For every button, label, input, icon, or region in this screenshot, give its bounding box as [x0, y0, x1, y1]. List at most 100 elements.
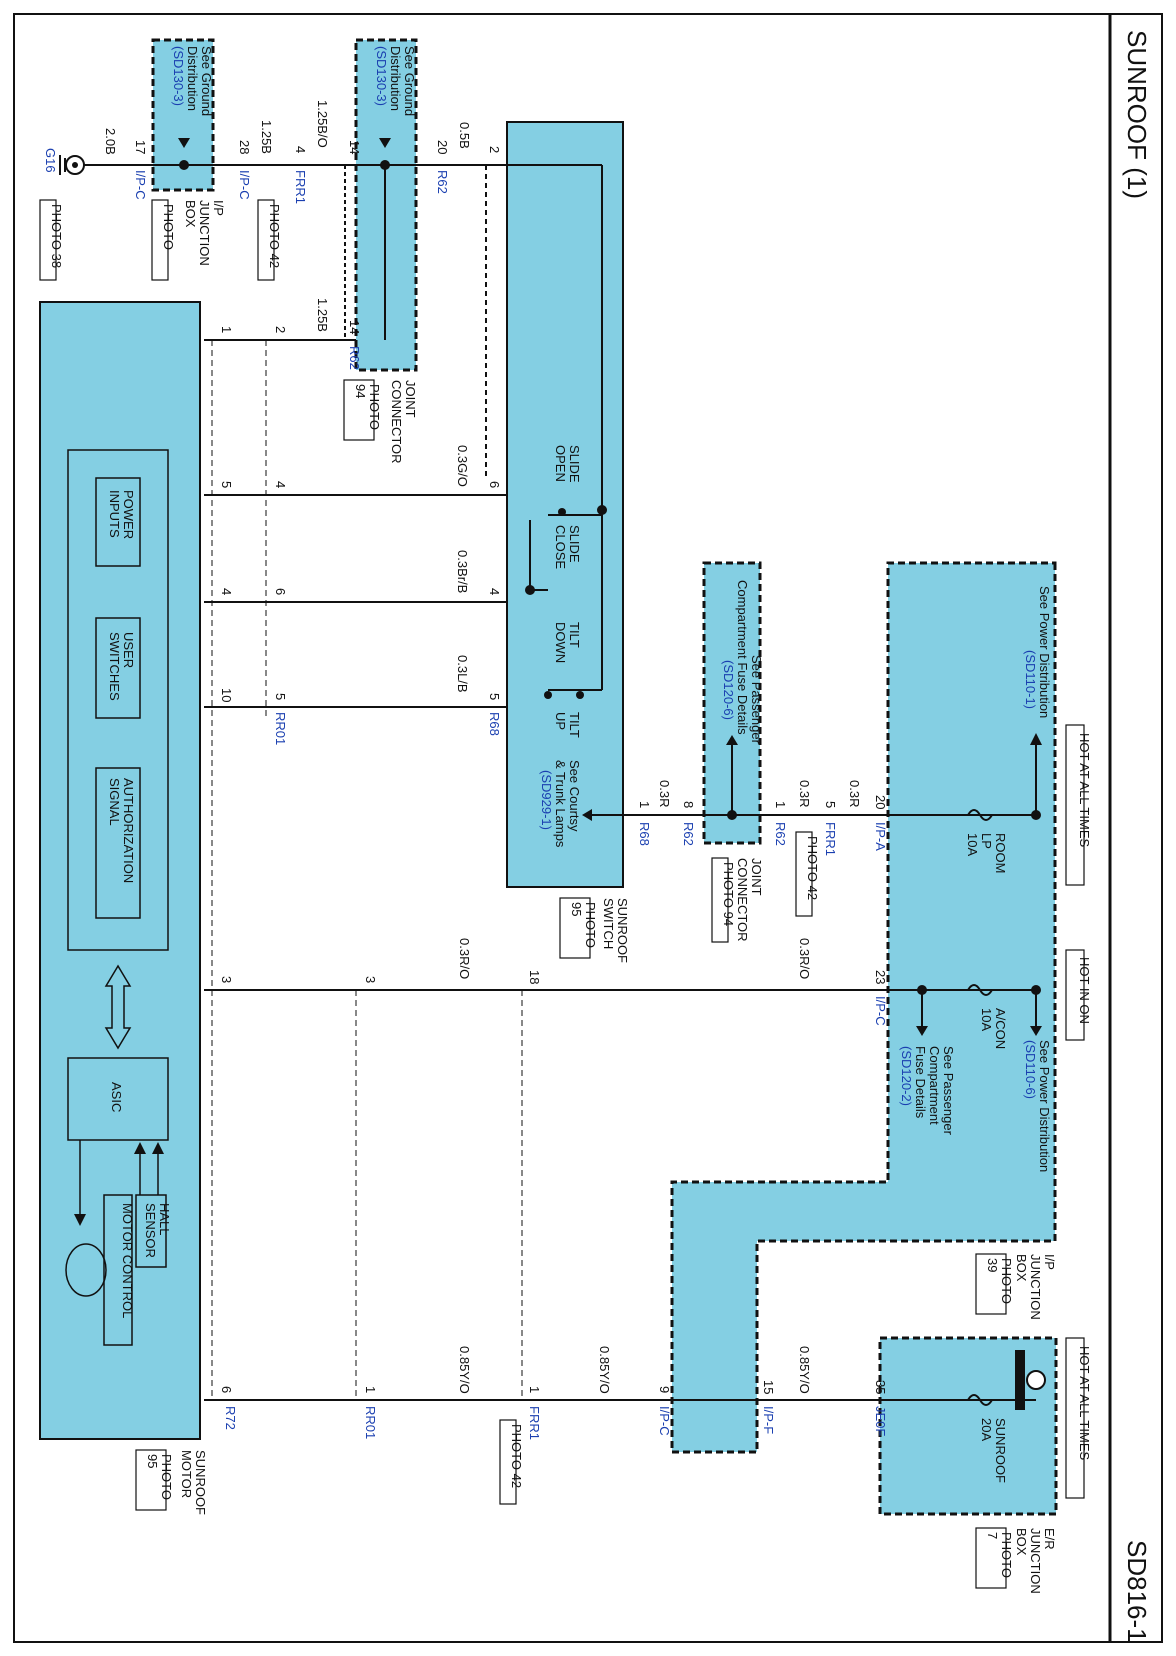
pin-18: 18 [527, 970, 542, 984]
sw-node-3 [544, 691, 552, 699]
gd1-arrow [178, 138, 190, 148]
wire-0-3r-c: 0.3R [657, 780, 672, 807]
erjb-label-3: BOX [1014, 1528, 1029, 1556]
fuse-acon-1: A/CON [993, 1008, 1008, 1049]
conn-r62-mid2: R62 [681, 822, 696, 846]
wire-0-85yo-b: 0.85Y/O [597, 1346, 612, 1394]
see-pass-fuse-a2: Compartment [927, 1046, 942, 1125]
ref-sd120-6: (SD120-6) [721, 660, 736, 720]
motor-auth-2: SIGNAL [107, 778, 122, 826]
gd2-see-2: Distribution [388, 46, 403, 111]
sw-courtesy-1: See Courtsy [567, 760, 582, 832]
battery-terminal [1026, 1370, 1046, 1390]
gd2-ref: (SD130-3) [374, 46, 389, 106]
ipjb-photo-2: 39 [985, 1258, 1000, 1272]
hot-in-on-box [1065, 949, 1085, 1041]
photo-42-bottom: PHOTO 42 [509, 1424, 524, 1488]
ipjb-top-label-1: I/P [211, 200, 226, 216]
pin-9: 9 [657, 1386, 672, 1393]
see-power-dist-6: See Power Distribution [1037, 1040, 1052, 1172]
wire-2-0b: 2.0B [103, 128, 118, 155]
conn-r62-mid: R62 [773, 822, 788, 846]
jc-top-photo-2: 94 [353, 384, 368, 398]
gd1-ref: (SD130-3) [171, 46, 186, 106]
conn-ipc-4: I/P-C [657, 1406, 672, 1436]
arrow-courtesy-head [582, 809, 592, 821]
wire-0-3brb: 0.3Br/B [455, 550, 470, 593]
conn-r62-joint: R62 [347, 346, 362, 370]
conn-ipc-1: I/P-C [133, 170, 148, 200]
ref-sd110-6: (SD110-6) [1023, 1040, 1038, 1099]
hot-on-arrow-2 [916, 1026, 928, 1036]
hot-on-arrow-1 [1030, 1026, 1042, 1036]
pin-5-rr01: 5 [273, 693, 288, 700]
pin-6-switch: 6 [487, 481, 502, 488]
motor-photo-2: 95 [145, 1454, 160, 1468]
fuse-room-lp-2: LP [979, 833, 994, 849]
gd1-see-1: See Ground [199, 46, 214, 116]
sw-courtesy-2: & Trunk Lamps [553, 760, 568, 848]
motor-user-1: USER [121, 632, 136, 668]
sw-slide-close-2: CLOSE [553, 525, 568, 569]
pin-5-switch: 5 [487, 693, 502, 700]
wire-0-3go: 0.3G/O [455, 445, 470, 487]
pin-8-r62: 8 [681, 801, 696, 808]
conn-ipc-2: I/P-C [237, 170, 252, 200]
photo-95-switch-box [559, 897, 591, 959]
pin-5-frr1: 5 [823, 801, 838, 808]
ipjb-top-label-3: BOX [183, 200, 198, 228]
photo-94-top-box [343, 379, 375, 441]
motor-label-2: MOTOR [179, 1450, 194, 1498]
photo-39-top-box [151, 199, 169, 281]
arrow-jc-fuse [726, 735, 738, 745]
ipjb-top-photo: PHOTO [161, 204, 176, 250]
hot-in-on-label: HOT IN ON [1077, 957, 1092, 1024]
jc-mid-photo: PHOTO 94 [721, 862, 736, 926]
pin-1-frr1-bottom: 1 [527, 1386, 542, 1393]
pin-11: 14 [347, 140, 362, 154]
wire-0-3ro-a: 0.3R/O [797, 938, 812, 979]
sw-label-1: SUNROOF [615, 898, 630, 963]
ground-symbol [59, 155, 85, 175]
see-pass-fuse-a1: See Passenger [941, 1046, 956, 1136]
photo-38-box [39, 199, 57, 281]
fuse-room-lp-3: 10A [965, 833, 980, 856]
sw-photo-2: 95 [569, 902, 584, 916]
motor-power-1: POWER [121, 490, 136, 539]
sw-ref-sd929: (SD929-1) [539, 770, 554, 830]
hot-all-times-label-1: HOT AT ALL TIMES [1077, 733, 1092, 847]
wire-0-3r-b: 0.3R [797, 780, 812, 807]
fuse-acon-2: 10A [979, 1008, 994, 1031]
sunroof-motor-box [39, 301, 201, 1440]
pin-3-rr01: 3 [363, 976, 378, 983]
sw-slide-open-2: OPEN [553, 445, 568, 482]
asic-block [67, 1057, 169, 1141]
ipjb-photo-1: PHOTO [999, 1258, 1014, 1304]
hall-in-arrow-1 [134, 1142, 146, 1154]
hall-sensor-block [135, 1194, 167, 1268]
sw-slide-open-1: SLIDE [567, 445, 582, 483]
pin-20-ipa: 20 [873, 795, 888, 809]
ipjb-top-label-2: JUNCTION [197, 200, 212, 266]
conn-frr1-bottom: FRR1 [527, 1406, 542, 1440]
fuse-room-lp [967, 809, 993, 821]
erjb-photo-2: 7 [985, 1532, 1000, 1539]
wire-0-3r-a: 0.3R [847, 780, 862, 807]
pin-1-motor: 1 [219, 326, 234, 333]
jc-top-label-1: JOINT [403, 380, 418, 418]
pin-4-motor: 4 [219, 588, 234, 595]
pin-2-rr01: 2 [273, 326, 288, 333]
ipjb-label-3: BOX [1014, 1254, 1029, 1282]
hot-at-all-times-box-2 [1065, 1337, 1085, 1499]
pin-35: 35 [873, 1380, 888, 1394]
gd1-see-2: Distribution [185, 46, 200, 111]
motor-symbol [65, 1243, 107, 1297]
photo-39-ipjb-box [975, 1253, 1007, 1315]
sw-node-2 [525, 585, 535, 595]
pin-15: 15 [761, 1380, 776, 1394]
hall-in-arrow-2 [152, 1142, 164, 1154]
motor-power-2: INPUTS [107, 490, 122, 538]
sunroof-switch-box [506, 121, 624, 888]
sw-photo-1: PHOTO [583, 902, 598, 948]
